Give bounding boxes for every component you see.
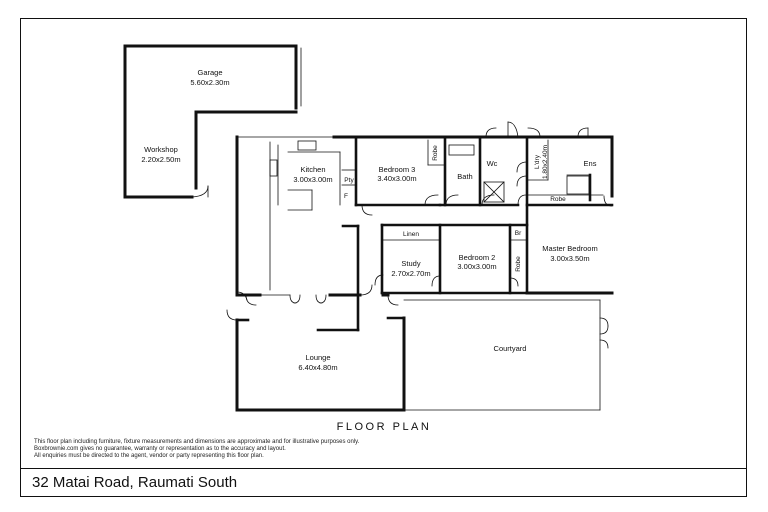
room-name-bedroom2: Bedroom 2	[459, 253, 496, 262]
property-address: 32 Matai Road, Raumati South	[32, 474, 238, 491]
room-name-ldry: L'dry	[534, 154, 541, 169]
room-name-wc: Wc	[487, 159, 498, 168]
footer-divider	[20, 468, 747, 469]
room-name-ens: Ens	[584, 159, 597, 168]
room-name-bedroom3: Bedroom 3	[379, 165, 416, 174]
room-name-study: Study	[401, 259, 420, 268]
disclaimer-line: This floor plan including furniture, fix…	[34, 439, 360, 445]
room-name-master: Master Bedroom	[542, 244, 597, 253]
room-dims-bedroom3: 3.40x3.00m	[377, 174, 416, 183]
walls	[123, 44, 614, 412]
label-fridge: F	[344, 193, 348, 200]
room-dims-workshop: 2.20x2.50m	[141, 155, 180, 164]
disclaimer: This floor plan including furniture, fix…	[34, 439, 359, 461]
label-broom: Br	[515, 230, 522, 237]
room-name-lounge: Lounge	[305, 353, 330, 362]
plan-title: FLOOR PLAN	[336, 421, 432, 433]
room-dims-bedroom2: 3.00x3.00m	[457, 262, 496, 271]
room-dims-lounge: 6.40x4.80m	[298, 363, 337, 372]
room-name-bath: Bath	[457, 172, 472, 181]
label-pantry: Pty	[344, 177, 354, 184]
disclaimer-line: Boxbrownie.com gives no guarantee, warra…	[34, 446, 286, 453]
room-name-courtyard: Courtyard	[494, 344, 527, 353]
room-name-garage: Garage	[197, 68, 222, 77]
room-dims-study: 2.70x2.70m	[391, 269, 430, 278]
room-dims-ldry: 1.80x2.40m	[542, 145, 549, 179]
label-robe-master: Robe	[550, 196, 566, 203]
room-dims-master: 3.00x3.50m	[550, 254, 589, 263]
disclaimer-line: All enquiries must be directed to the ag…	[34, 453, 264, 460]
room-labels: Garage 5.60x2.30m Workshop 2.20x2.50m Ki…	[141, 68, 597, 372]
room-name-workshop: Workshop	[144, 145, 178, 154]
page-frame	[20, 18, 747, 497]
label-robe-bedroom2: Robe	[515, 256, 522, 272]
room-dims-kitchen: 3.00x3.00m	[293, 175, 332, 184]
room-name-kitchen: Kitchen	[300, 165, 325, 174]
room-dims-garage: 5.60x2.30m	[190, 78, 229, 87]
label-robe-bedroom3: Robe	[432, 145, 439, 161]
label-linen: Linen	[403, 231, 419, 238]
